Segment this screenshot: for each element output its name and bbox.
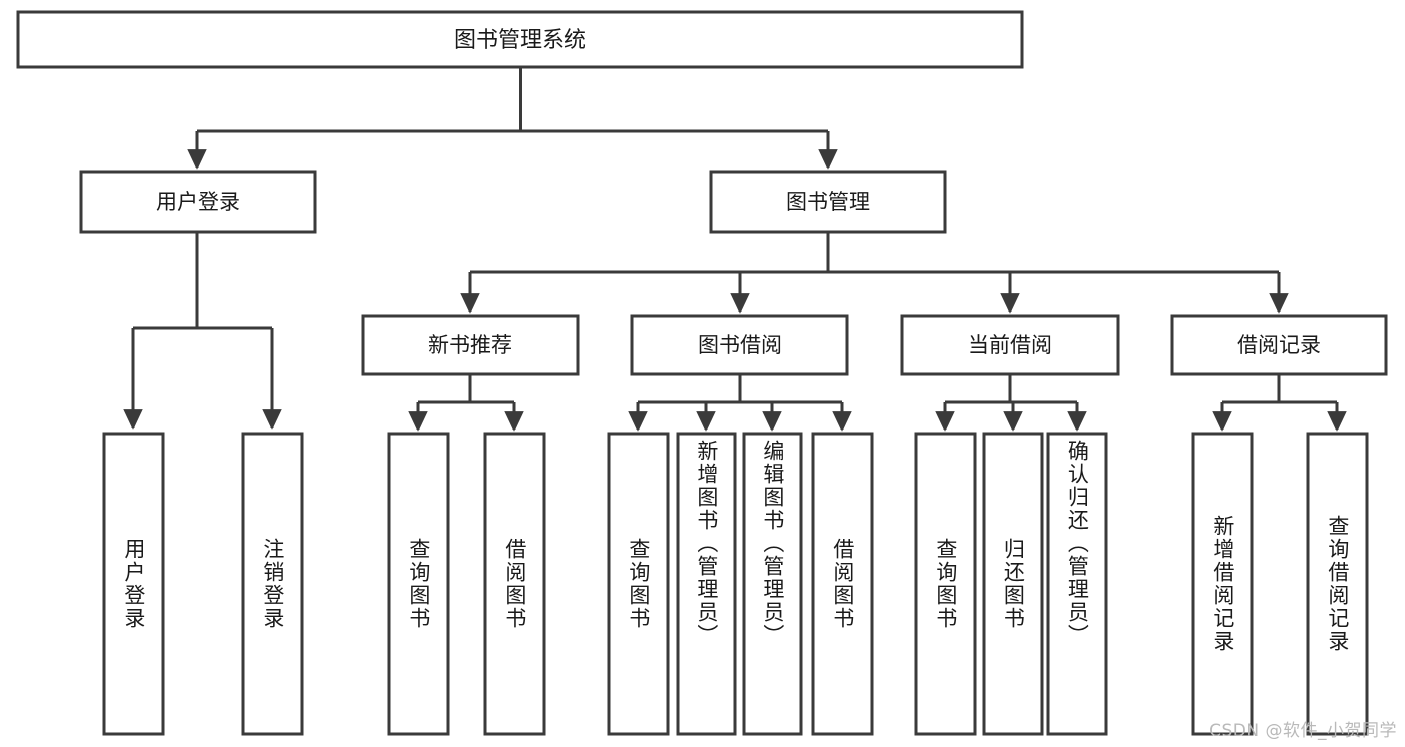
- node-root-box[interactable]: [16, 10, 1024, 69]
- node-user-login[interactable]: 用户登录: [79, 170, 317, 234]
- leaf-box-book-borrow-1[interactable]: [676, 432, 737, 736]
- leaf-box-new-book-0[interactable]: [387, 432, 450, 736]
- node-root-label: 图书管理系统: [454, 28, 586, 53]
- node-root[interactable]: 图书管理系统: [16, 10, 1024, 69]
- leaf-box-current-borrow-2[interactable]: [1046, 432, 1108, 736]
- node-new-book-recommend-box[interactable]: [361, 314, 580, 376]
- leaf-box-current-borrow-1[interactable]: [982, 432, 1044, 736]
- node-new-book-recommend[interactable]: 新书推荐: [361, 314, 580, 376]
- leaf-box-book-borrow-0[interactable]: [607, 432, 670, 736]
- edge-group-user-login: [123, 232, 282, 430]
- leaf-box-borrow-records-1[interactable]: [1306, 432, 1369, 736]
- leaf-group-borrow-records: [1191, 432, 1369, 736]
- watermark-text: CSDN @软件_小贺同学: [1209, 721, 1397, 741]
- node-current-borrow[interactable]: 当前借阅: [900, 314, 1120, 376]
- leaf-group-current-borrow: [914, 432, 1108, 736]
- node-current-borrow-label: 当前借阅: [968, 333, 1052, 357]
- node-borrow-records[interactable]: 借阅记录: [1170, 314, 1388, 376]
- edge-group-root: [187, 67, 838, 170]
- node-book-manage-label: 图书管理: [786, 190, 870, 214]
- node-book-manage-box[interactable]: [709, 170, 947, 234]
- leaf-group-new-book: [387, 432, 546, 736]
- node-book-borrow-label: 图书借阅: [698, 333, 782, 357]
- edge-group-new-book: [408, 374, 524, 432]
- leaf-box-book-borrow-2[interactable]: [742, 432, 803, 736]
- leaf-box-borrow-records-0[interactable]: [1191, 432, 1254, 736]
- leaf-group-book-borrow: [607, 432, 874, 736]
- edge-group-borrow-records: [1212, 374, 1347, 432]
- edge-group-current-borrow: [935, 374, 1087, 432]
- leaf-box-user-login-0[interactable]: [102, 432, 165, 736]
- leaf-box-new-book-1[interactable]: [483, 432, 546, 736]
- leaf-box-user-login-1[interactable]: [241, 432, 304, 736]
- node-book-borrow[interactable]: 图书借阅: [630, 314, 849, 376]
- leaf-box-current-borrow-0[interactable]: [914, 432, 977, 736]
- leaf-box-book-borrow-3[interactable]: [811, 432, 874, 736]
- edge-group-book-manage: [460, 232, 1289, 314]
- node-new-book-recommend-label: 新书推荐: [428, 333, 512, 357]
- node-user-login-box[interactable]: [79, 170, 317, 234]
- node-book-borrow-box[interactable]: [630, 314, 849, 376]
- leaf-group-user-login: [102, 432, 304, 736]
- node-borrow-records-label: 借阅记录: [1237, 333, 1321, 357]
- node-current-borrow-box[interactable]: [900, 314, 1120, 376]
- node-user-login-label: 用户登录: [156, 190, 240, 214]
- node-borrow-records-box[interactable]: [1170, 314, 1388, 376]
- node-book-manage[interactable]: 图书管理: [709, 170, 947, 234]
- edge-group-book-borrow: [628, 374, 852, 432]
